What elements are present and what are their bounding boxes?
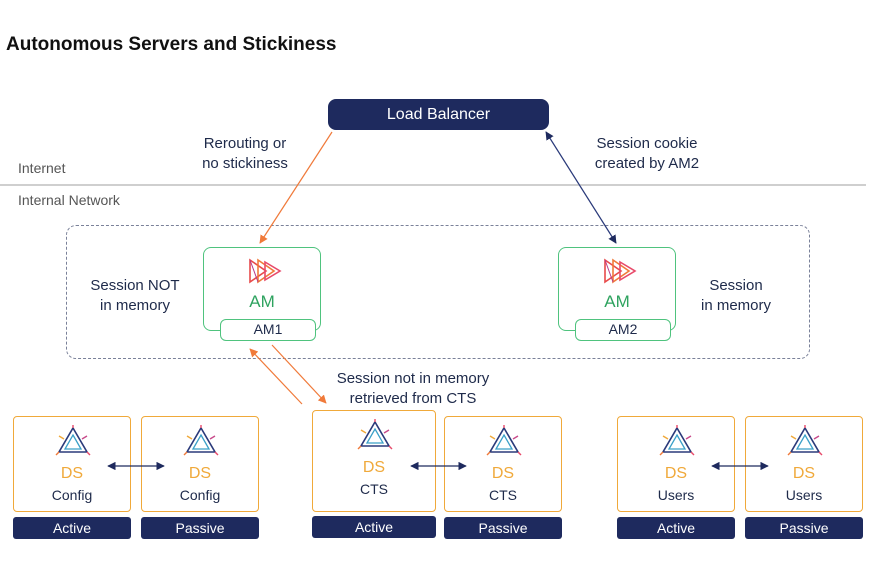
cookie-caption-line: Session cookie [596, 135, 698, 152]
forgerock-ds-logo-icon [357, 419, 393, 450]
ds-label: DS [664, 465, 688, 482]
ds-label: DS [60, 465, 84, 482]
cookie-caption-line: created by AM2 [594, 155, 700, 172]
ds-role: CTS [360, 481, 388, 497]
forgerock-ds-logo-icon [787, 425, 823, 456]
am1-label: AM [249, 292, 275, 311]
cookie-caption: Session cookie created by AM2 [572, 134, 722, 174]
forgerock-am-logo-icon [604, 258, 637, 284]
cts-caption-line: retrieved from CTS [349, 390, 477, 407]
reroute-caption: Rerouting or no stickiness [180, 134, 310, 174]
ds-role: Users [785, 487, 823, 503]
am1-tag: AM1 [220, 319, 316, 341]
ds-status-badge: Active [617, 517, 735, 539]
internal-network-group [66, 225, 810, 359]
ds-node: DS CTS [312, 410, 436, 512]
ds-role: CTS [489, 487, 517, 503]
not-in-memory-line: Session NOT [90, 277, 180, 294]
zone-label-internal: Internal Network [18, 192, 120, 208]
ds-label: DS [792, 465, 816, 482]
ds-node: DS CTS [444, 416, 562, 512]
zone-divider [0, 184, 866, 186]
ds-node: DS Config [141, 416, 259, 512]
ds-node: DS Users [617, 416, 735, 512]
ds-role: Users [657, 487, 695, 503]
ds-status-badge: Passive [745, 517, 863, 539]
not-in-memory-line: in memory [99, 297, 170, 314]
ds-node: DS Users [745, 416, 863, 512]
ds-role: Config [51, 487, 93, 503]
am2-node: AM [558, 247, 676, 331]
cts-caption-line: Session not in memory [336, 370, 490, 387]
forgerock-ds-logo-icon [55, 425, 91, 456]
ds-status-badge: Active [13, 517, 131, 539]
ds-role: Config [179, 487, 221, 503]
reroute-caption-line: Rerouting or [203, 135, 287, 152]
cts-caption: Session not in memory retrieved from CTS [318, 369, 508, 409]
am2-label: AM [604, 292, 630, 311]
ds-node: DS Config [13, 416, 131, 512]
load-balancer-label: Load Balancer [386, 105, 491, 123]
reroute-caption-line: no stickiness [202, 155, 288, 172]
ds-status-badge: Passive [141, 517, 259, 539]
forgerock-ds-logo-icon [486, 425, 522, 456]
zone-label-internet: Internet [18, 160, 66, 176]
in-memory-line: Session [709, 277, 763, 294]
forgerock-ds-logo-icon [183, 425, 219, 456]
not-in-memory-caption: Session NOT in memory [80, 276, 190, 316]
am2-tag: AM2 [575, 319, 671, 341]
page-title: Autonomous Servers and Stickiness [6, 34, 337, 55]
forgerock-ds-logo-icon [659, 425, 695, 456]
ds-status-badge: Passive [444, 517, 562, 539]
forgerock-am-logo-icon [249, 258, 282, 284]
ds-label: DS [362, 459, 386, 476]
in-memory-caption: Session in memory [684, 276, 788, 316]
in-memory-line: in memory [700, 297, 771, 314]
ds-status-badge: Active [312, 516, 436, 538]
ds-label: DS [491, 465, 515, 482]
load-balancer-node: Load Balancer [328, 99, 549, 130]
ds-label: DS [188, 465, 212, 482]
